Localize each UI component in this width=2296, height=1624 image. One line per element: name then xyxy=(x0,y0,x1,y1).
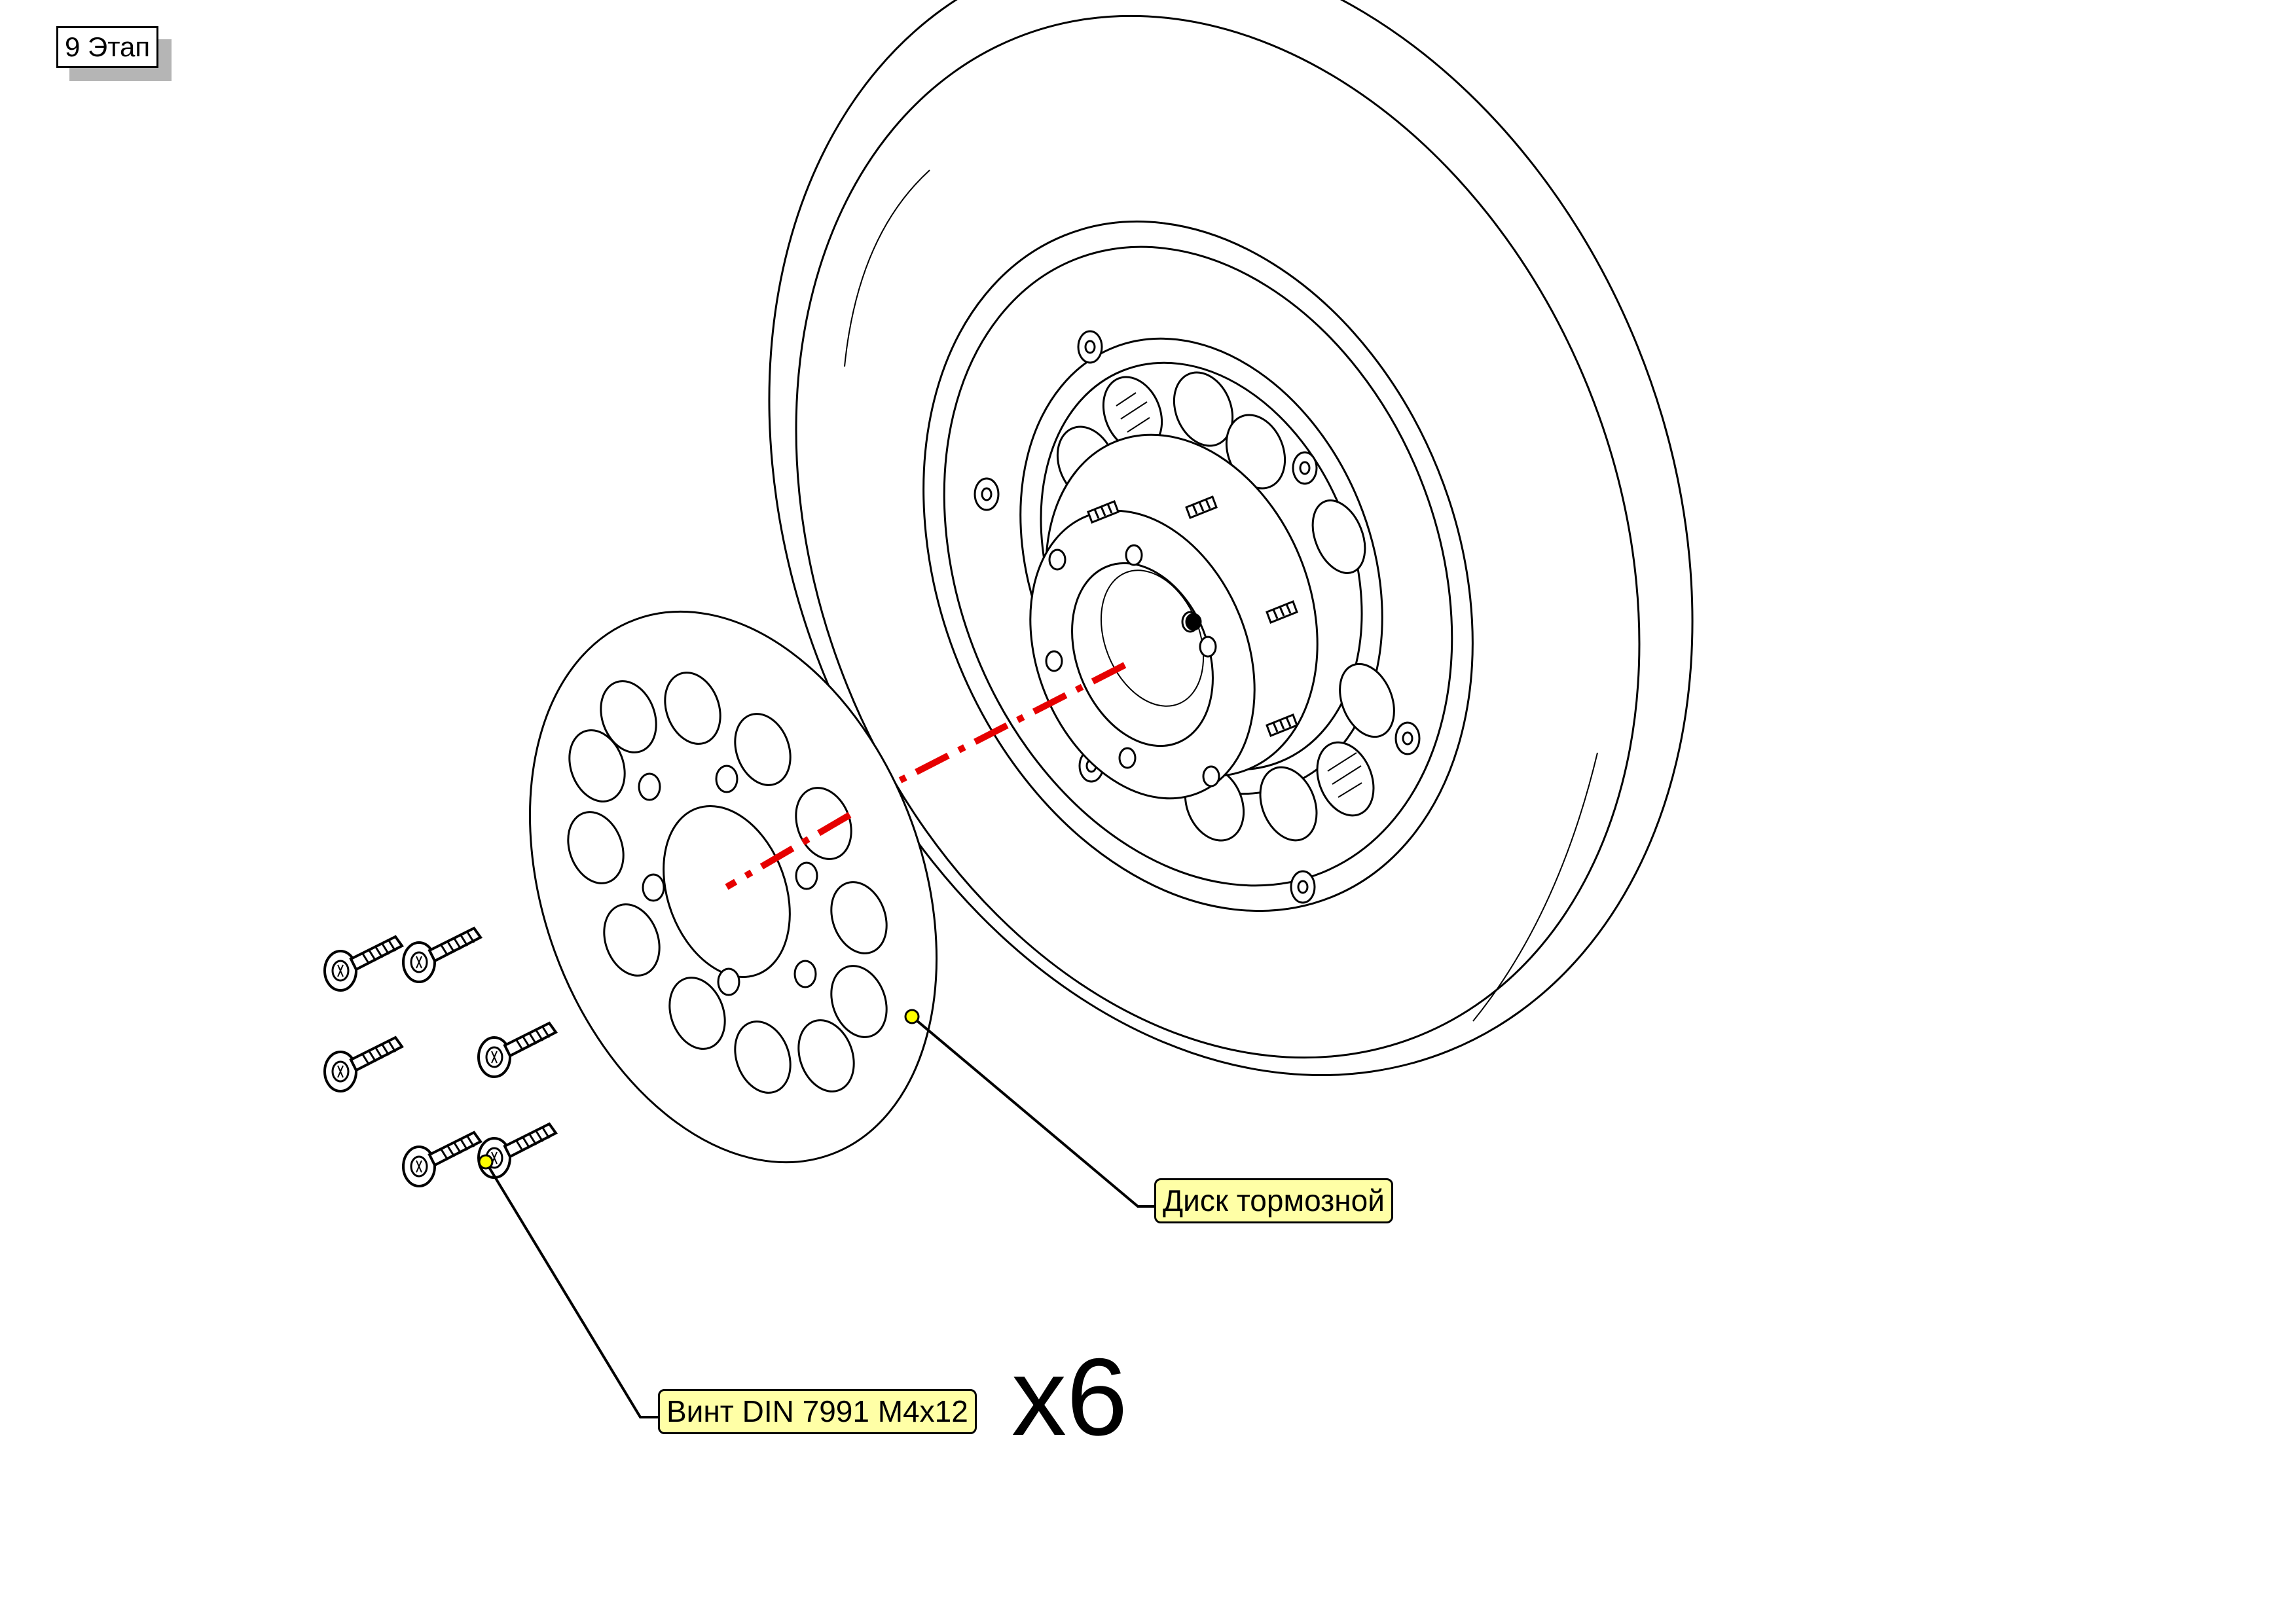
brake-disc-bore xyxy=(663,804,791,979)
screw-1 xyxy=(323,935,403,992)
quantity-label: x6 xyxy=(1011,1335,1128,1458)
callout-brake-disc: Диск тормозной xyxy=(1154,1178,1393,1224)
screw-2 xyxy=(402,927,482,983)
screw-3 xyxy=(323,1036,403,1092)
stage-label: 9 Этап xyxy=(56,26,159,69)
hub-bore xyxy=(1071,562,1214,748)
leader-lines xyxy=(484,1015,1154,1418)
leader-line-disc xyxy=(911,1015,1154,1208)
rim-bolts xyxy=(974,330,1421,904)
screw-5 xyxy=(402,1131,482,1187)
assembly-axis xyxy=(725,662,1127,890)
tire-outer-edge xyxy=(768,0,1694,1077)
anchor-dot-screw xyxy=(478,1154,494,1170)
screws xyxy=(323,927,557,1187)
tire-inner-edge xyxy=(795,14,1641,1059)
rim-flange-inner xyxy=(943,245,1453,887)
brake-disc-holes xyxy=(567,672,888,1094)
hub xyxy=(1029,433,1319,800)
brake-disc xyxy=(529,610,938,1164)
leader-line-screw xyxy=(484,1161,658,1418)
callout-screw: Винт DIN 7991 M4x12 xyxy=(658,1389,977,1435)
screw-4 xyxy=(477,1022,557,1078)
rim-flange-outer xyxy=(922,220,1474,912)
anchor-dot-disc xyxy=(904,1009,920,1024)
